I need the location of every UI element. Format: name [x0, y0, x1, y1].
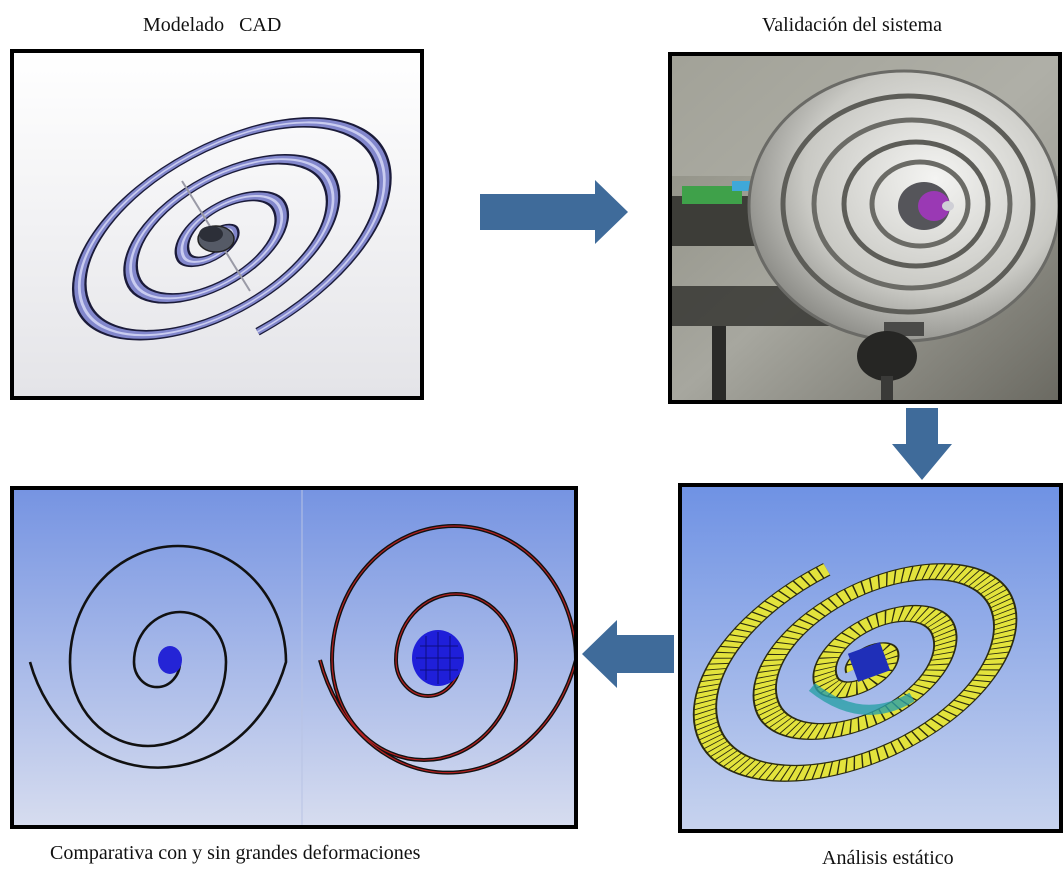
comparison-image — [14, 490, 574, 825]
comparison-panel — [10, 486, 578, 829]
caption-comparison: Comparativa con y sin grandes deformacio… — [50, 842, 421, 864]
cad-spiral-image — [14, 53, 420, 396]
caption-cad: Modelado CAD — [143, 14, 282, 36]
cad-model-panel — [10, 49, 424, 400]
arrow-left-icon — [582, 620, 674, 688]
caption-validation: Validación del sistema — [762, 14, 942, 36]
arrow-down-icon — [892, 408, 952, 480]
validation-photo-panel — [668, 52, 1062, 404]
arrow-right-icon — [480, 180, 628, 244]
caption-static: Análisis estático — [822, 847, 954, 869]
static-analysis-image — [682, 487, 1059, 829]
validation-photo-image — [672, 56, 1058, 400]
static-analysis-panel — [678, 483, 1063, 833]
